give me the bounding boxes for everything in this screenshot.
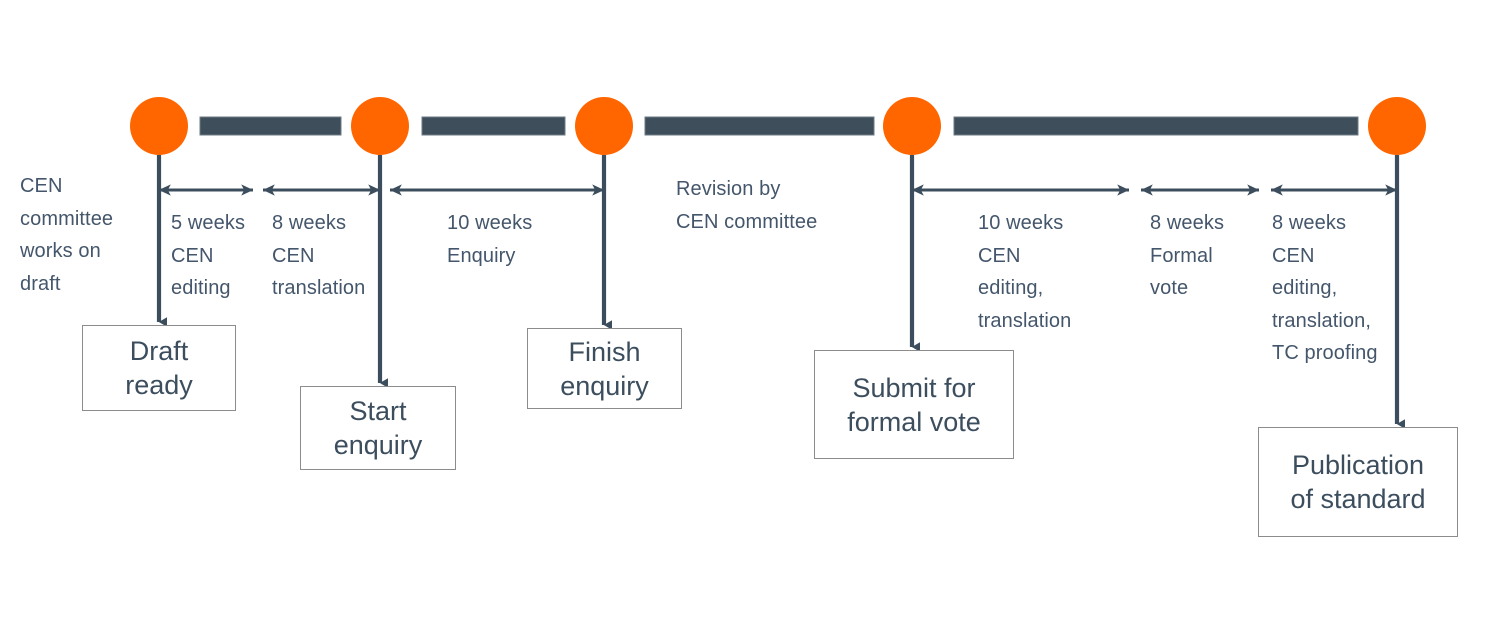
measure-cen-translation-label: 8 weeks CEN translation (272, 212, 366, 299)
event-box-start-enquiry[interactable]: Start enquiry (300, 386, 456, 470)
timeline-bar-4 (953, 116, 1359, 136)
milestone-4[interactable] (883, 97, 941, 155)
timeline-bar-1 (199, 116, 342, 136)
milestone-3[interactable] (575, 97, 633, 155)
timeline-bar-3 (644, 116, 875, 136)
measure-formal-vote-label: 8 weeks Formal vote (1150, 212, 1225, 299)
milestone-2[interactable] (351, 97, 409, 155)
milestone-1[interactable] (130, 97, 188, 155)
timeline-bar-2 (421, 116, 566, 136)
event-box-draft-ready[interactable]: Draft ready (82, 325, 236, 411)
timeline-bars-group (199, 116, 1359, 136)
milestone-5[interactable] (1368, 97, 1426, 155)
measure-cen-editing-translation-label: 10 weeks CEN editing, translation (978, 212, 1072, 332)
event-box-finish-enquiry[interactable]: Finish enquiry (527, 328, 682, 409)
measure-cen-editing-translation-proofing-label: 8 weeks CEN editing, translation, TC pro… (1272, 212, 1378, 364)
note-cen-committee-draft: CEN committee works on draft (20, 175, 114, 295)
measure-cen-editing-label: 5 weeks CEN editing (171, 212, 246, 299)
note-revision-by-cen-committee: Revision by CEN committee (676, 178, 818, 233)
event-box-submit-for-formal-vote[interactable]: Submit for formal vote (814, 350, 1014, 459)
event-box-publication-of-standard[interactable]: Publication of standard (1258, 427, 1458, 537)
milestone-circles-group (130, 97, 1426, 155)
measure-enquiry-label: 10 weeks Enquiry (447, 212, 533, 267)
